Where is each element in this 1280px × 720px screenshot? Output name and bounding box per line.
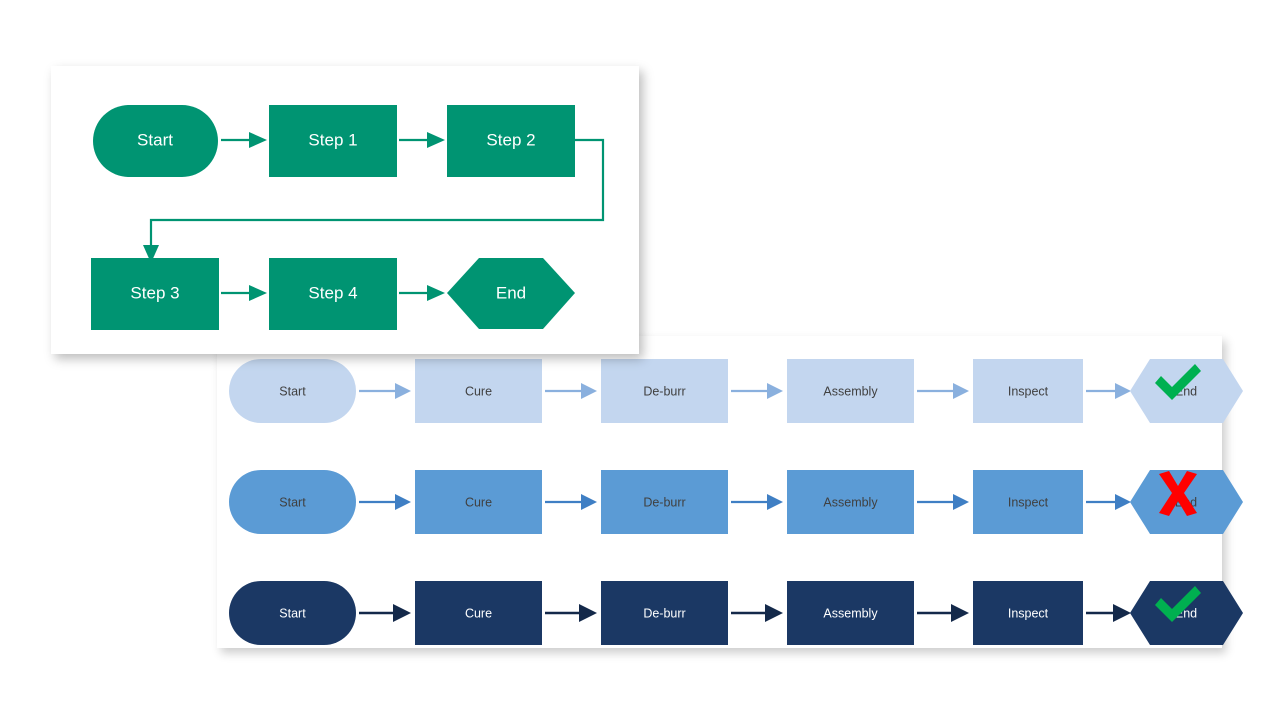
deburr-shape	[601, 359, 728, 423]
step3-shape	[91, 258, 219, 330]
assembly-shape	[787, 470, 914, 534]
process-variant-card: Start Cure De-burr Assembly	[217, 336, 1243, 648]
inspect-shape	[973, 470, 1083, 534]
node-deburr[interactable]: De-burr	[601, 581, 728, 645]
node-label: Start	[279, 495, 306, 509]
node-label: Step 1	[308, 130, 357, 149]
node-label: De-burr	[643, 495, 685, 509]
connector-1	[359, 604, 411, 622]
connector-5	[1086, 383, 1131, 399]
process-row-medium: Start Cure De-burr Assembly	[229, 470, 1131, 534]
node-label: Inspect	[1008, 384, 1049, 398]
connector-1	[359, 383, 411, 399]
connector-start-step1	[221, 132, 267, 148]
node-label: Assembly	[823, 384, 878, 398]
node-inspect[interactable]: Inspect	[973, 470, 1083, 534]
connector-1	[359, 494, 411, 510]
connector-3	[731, 604, 783, 622]
check-icon	[1155, 586, 1201, 622]
node-step2[interactable]: Step 2	[447, 105, 575, 177]
cross-icon	[1159, 471, 1197, 516]
node-cure[interactable]: Cure	[415, 581, 542, 645]
connector-5	[1086, 494, 1131, 510]
connector-2	[545, 604, 597, 622]
connector-5	[1086, 604, 1131, 622]
node-deburr[interactable]: De-burr	[601, 359, 728, 423]
cure-shape	[415, 581, 542, 645]
status-badge-row-medium[interactable]	[1149, 466, 1207, 524]
node-cure[interactable]: Cure	[415, 359, 542, 423]
node-step3[interactable]: Step 3	[91, 258, 219, 330]
node-start[interactable]: Start	[229, 470, 356, 534]
node-assembly[interactable]: Assembly	[787, 581, 914, 645]
connector-step2-step3	[143, 138, 605, 263]
node-label: Step 4	[308, 283, 357, 302]
node-label: Step 2	[486, 130, 535, 149]
cure-shape	[415, 359, 542, 423]
teal-flowchart: Start Step 1 Step 2 Step 3	[91, 105, 605, 330]
inspect-shape	[973, 359, 1083, 423]
node-label: Inspect	[1008, 495, 1049, 509]
end-shape	[447, 258, 575, 329]
cure-shape	[415, 470, 542, 534]
node-label: Inspect	[1008, 606, 1049, 620]
process-row-dark: Start Cure De-burr Assembly	[229, 581, 1131, 645]
assembly-shape	[787, 359, 914, 423]
inspect-shape	[973, 581, 1083, 645]
node-label: Start	[279, 606, 306, 620]
node-inspect[interactable]: Inspect	[973, 581, 1083, 645]
node-deburr[interactable]: De-burr	[601, 470, 728, 534]
connector-4	[917, 494, 969, 510]
node-inspect[interactable]: Inspect	[973, 359, 1083, 423]
node-label: De-burr	[643, 606, 685, 620]
node-label: De-burr	[643, 384, 685, 398]
node-label: Assembly	[823, 606, 878, 620]
step1-shape	[269, 105, 397, 177]
node-label: Start	[137, 130, 173, 149]
deburr-shape	[601, 581, 728, 645]
process-row-light: Start Cure De-burr Assembly	[229, 359, 1131, 423]
node-label: Cure	[465, 495, 492, 509]
teal-flowchart-card: Start Step 1 Step 2 Step 3	[51, 66, 639, 354]
end-shape	[1130, 359, 1243, 423]
node-end[interactable]: End	[447, 258, 575, 329]
step4-shape	[269, 258, 397, 330]
node-label: Start	[279, 384, 306, 398]
node-label: Cure	[465, 606, 492, 620]
node-cure[interactable]: Cure	[415, 470, 542, 534]
connector-3	[731, 383, 783, 399]
node-assembly[interactable]: Assembly	[787, 359, 914, 423]
connector-3	[731, 494, 783, 510]
status-badge-row-dark[interactable]	[1149, 577, 1207, 635]
node-end[interactable]: End	[1130, 359, 1243, 423]
connector-2	[545, 383, 597, 399]
deburr-shape	[601, 470, 728, 534]
connector-step3-step4	[221, 285, 267, 301]
connector-4	[917, 383, 969, 399]
node-start[interactable]: Start	[229, 359, 356, 423]
process-row-light-end: End	[1130, 359, 1243, 423]
node-assembly[interactable]: Assembly	[787, 470, 914, 534]
node-label: End	[496, 283, 526, 302]
node-label: Step 3	[130, 283, 179, 302]
connector-2	[545, 494, 597, 510]
node-label: Assembly	[823, 495, 878, 509]
start-shape	[229, 581, 356, 645]
connector-step1-step2	[399, 132, 445, 148]
end-shape	[1130, 581, 1243, 645]
connector-4	[917, 604, 969, 622]
step2-shape	[447, 105, 575, 177]
start-shape	[93, 105, 218, 177]
node-step4[interactable]: Step 4	[269, 258, 397, 330]
assembly-shape	[787, 581, 914, 645]
node-label: Cure	[465, 384, 492, 398]
node-start[interactable]: Start	[93, 105, 218, 177]
start-shape	[229, 359, 356, 423]
start-shape	[229, 470, 356, 534]
check-icon	[1155, 364, 1201, 400]
node-step1[interactable]: Step 1	[269, 105, 397, 177]
connector-step4-end	[399, 285, 445, 301]
node-start[interactable]: Start	[229, 581, 356, 645]
status-badge-row-light[interactable]	[1149, 355, 1207, 413]
